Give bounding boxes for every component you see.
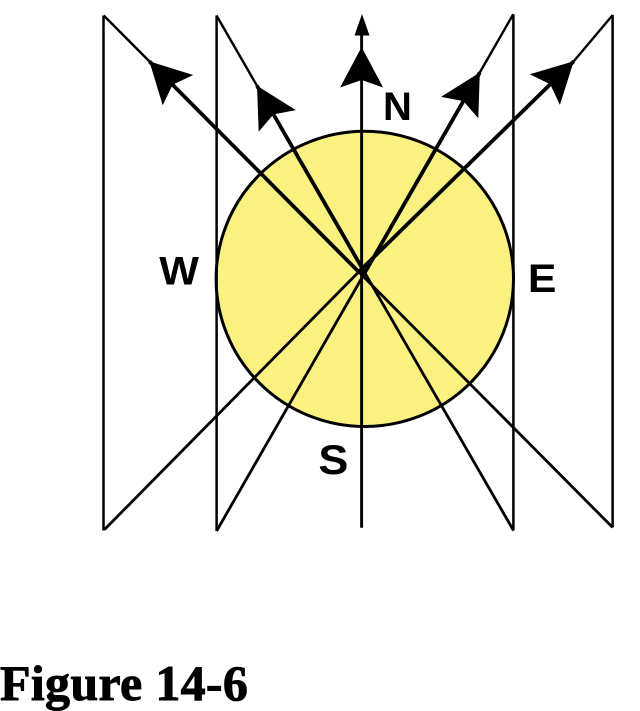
svg-text:N: N	[383, 85, 412, 129]
svg-text:S: S	[318, 436, 348, 483]
svg-text:Figure 14-6: Figure 14-6	[0, 655, 248, 711]
svg-text:E: E	[528, 257, 557, 301]
svg-text:W: W	[159, 250, 199, 294]
